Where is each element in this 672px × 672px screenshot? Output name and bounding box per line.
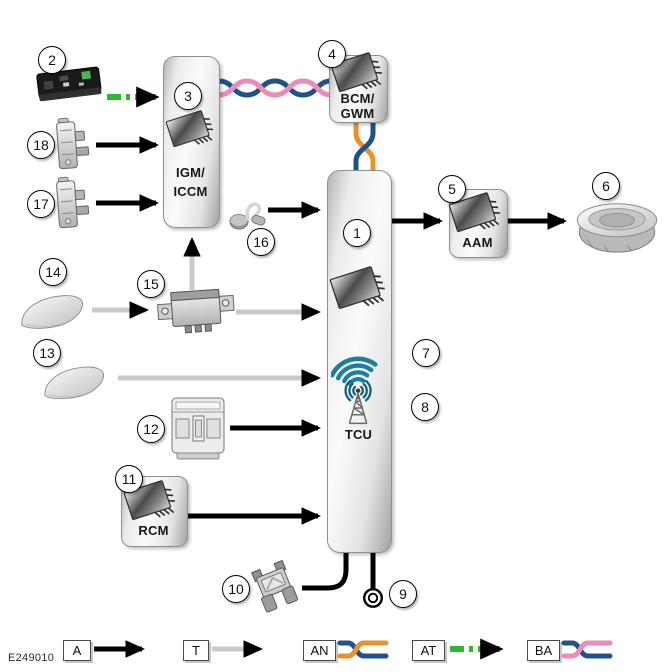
- legend-code-ba: BA: [527, 640, 560, 661]
- aam-label: AAM: [462, 235, 493, 250]
- antenna-fin-13: [44, 366, 105, 400]
- igm-label-line2: ICCM: [173, 184, 208, 199]
- twisted-pair-blue-4-to-1: [353, 121, 376, 171]
- chip-icon-igm: [165, 110, 214, 148]
- rcm-label: RCM: [138, 523, 169, 538]
- tcu-label: TCU: [344, 427, 373, 442]
- twisted-pair-pink-3-to-4: [216, 78, 334, 98]
- callout-1: 1: [343, 219, 371, 247]
- callout-12: 12: [137, 415, 165, 443]
- bcm-label-line2: GWM: [340, 106, 375, 121]
- component-16: [229, 202, 266, 230]
- callout-11: 11: [115, 465, 143, 493]
- switch-18: [56, 117, 90, 170]
- legend-an-orange-icon: [337, 640, 389, 659]
- twisted-pair-blue-3-to-4: [216, 78, 334, 98]
- wire-1-to-10: [302, 548, 349, 591]
- ground-ring-9: [363, 587, 383, 608]
- antenna-fin-14: [21, 295, 83, 329]
- callout-6: 6: [592, 172, 620, 200]
- callout-8: 8: [411, 393, 439, 421]
- callout-4: 4: [318, 40, 346, 68]
- legend-code-at: AT: [412, 640, 445, 661]
- callout-18: 18: [27, 131, 55, 159]
- module-box-tcu: [327, 170, 392, 553]
- legend-ba-pink-icon: [561, 640, 613, 659]
- callout-9: 9: [389, 580, 417, 608]
- callout-3: 3: [174, 82, 202, 110]
- callout-14: 14: [39, 258, 67, 286]
- legend-code-a: A: [63, 640, 91, 661]
- cellular-signal-icon: [331, 356, 378, 425]
- bcm-label-line1: BCM/: [340, 91, 375, 106]
- legend-code-an: AN: [303, 640, 336, 661]
- chip-icon-aam: [448, 192, 500, 232]
- switch-17: [56, 176, 90, 229]
- callout-10: 10: [222, 575, 250, 603]
- callout-5: 5: [438, 175, 466, 203]
- antenna-module-15: [157, 288, 235, 334]
- igm-label-line1: IGM/: [176, 165, 205, 180]
- antenna-tower-icon: [348, 392, 368, 425]
- callout-2: 2: [38, 46, 66, 74]
- callout-16: 16: [247, 228, 275, 256]
- antenna-feed-dot: [355, 388, 361, 393]
- component-12: [171, 397, 225, 460]
- speaker-6: [576, 203, 658, 253]
- callout-7: 7: [412, 339, 440, 367]
- figure-id: E249010: [8, 652, 55, 664]
- callout-17: 17: [27, 190, 55, 218]
- control-panel-2: [36, 66, 102, 102]
- callout-13: 13: [33, 339, 61, 367]
- chip-icon-tcu: [329, 266, 385, 309]
- legend-code-t: T: [183, 640, 209, 661]
- fuse-10: [251, 560, 299, 613]
- callout-15: 15: [137, 270, 165, 298]
